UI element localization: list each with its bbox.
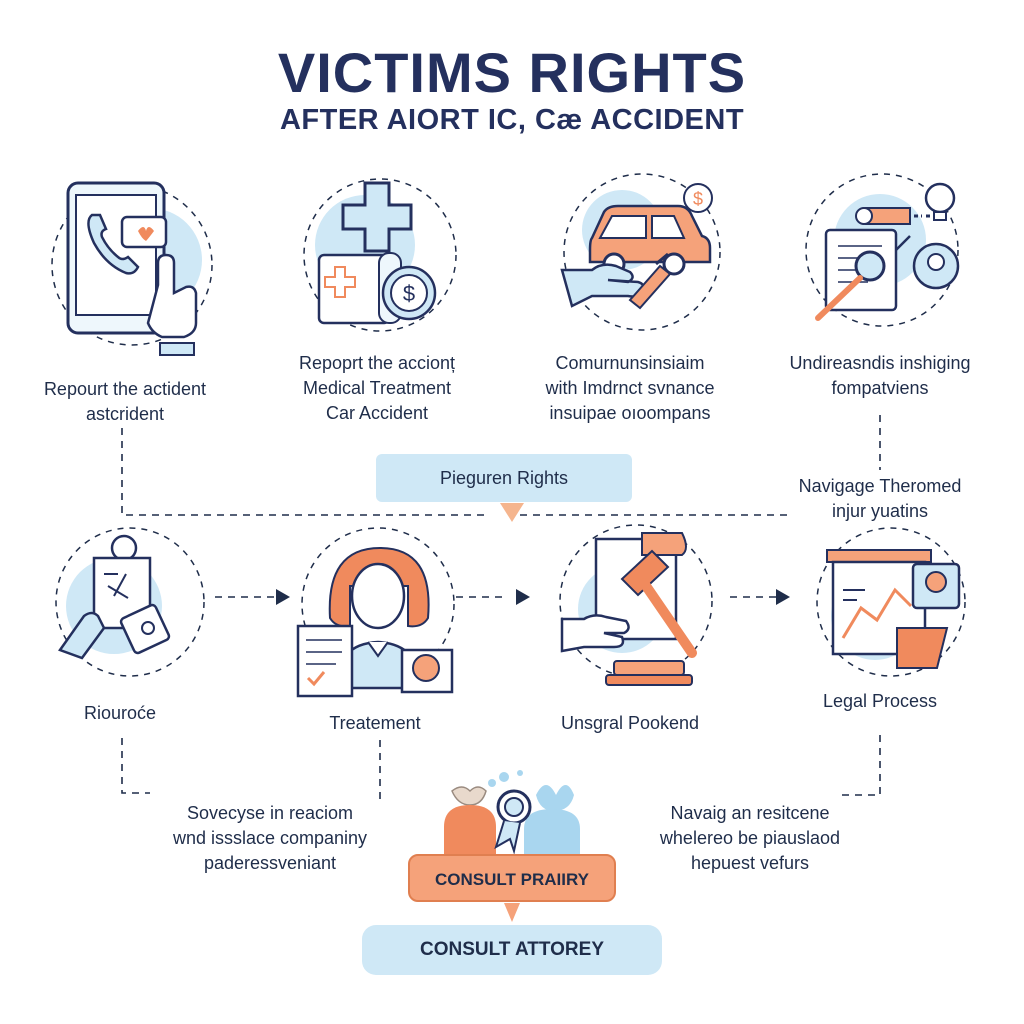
svg-text:$: $ (693, 189, 703, 209)
gavel-icon (559, 524, 713, 686)
bottom-right-note: Navaig an resitcene whelereo be piauslao… (659, 803, 841, 873)
medical-cross-icon: $ (303, 178, 457, 332)
chart-board-icon (816, 527, 966, 677)
consult-attorney-pill: CONSULT ATTOREY (362, 925, 662, 975)
step-label-communicate: Comurnunsinsiaim with Imdrnct svnance in… (545, 353, 715, 423)
step-label-understand: Undireasndis inshiging fompatviens (789, 353, 971, 398)
page-title: VICTIMS RIGHTS (277, 41, 747, 104)
consult-primary-pill: CONSULT PRAIIRY (408, 854, 616, 902)
document-magnifier-icon (805, 173, 960, 327)
step-label-legal-process: Legal Process (822, 691, 938, 711)
svg-text:$: $ (403, 281, 415, 306)
step-label-resource: Riouroće (83, 703, 157, 723)
doctor-icon (296, 527, 455, 698)
navigate-label: Navigage Theromed injur yuatins (798, 476, 962, 521)
step-label-treatment: Treatement (329, 713, 421, 733)
page-subtitle: AFTER AIORT IC, Cæ ACCIDENT (279, 104, 745, 136)
consult-people-icon (444, 770, 580, 857)
bottom-left-note: Sovecyse in reaciom wnd issslace compani… (172, 803, 368, 873)
phone-call-icon (51, 181, 213, 356)
step-label-medical: Repoprt the accionț Medical Treatment Ca… (298, 353, 456, 423)
car-money-icon: $ (560, 173, 721, 331)
rights-pill: Pieguren Rights (376, 454, 632, 502)
evidence-photo-icon (55, 527, 205, 677)
step-label-report: Repourt the actident astcrident (43, 379, 207, 424)
step-label-legal-proceed: Unsgral Pookend (560, 713, 700, 733)
